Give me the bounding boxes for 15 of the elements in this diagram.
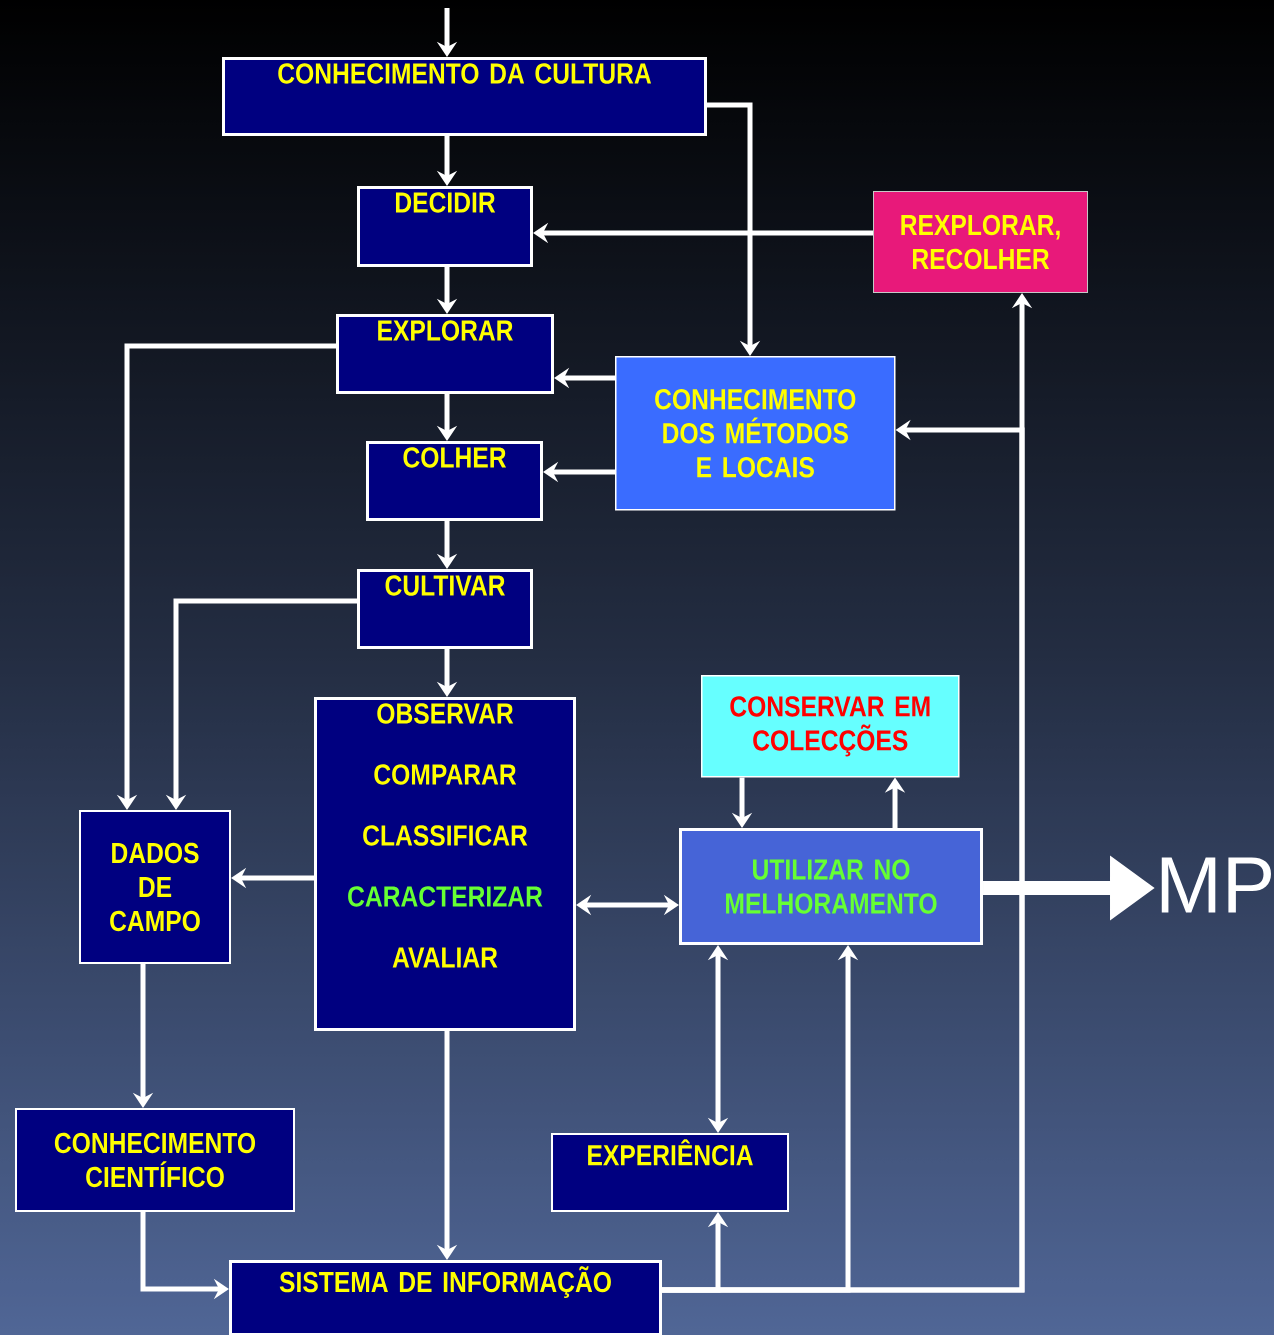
process-box: CONHECIMENTO DA CULTURA [222,57,707,136]
process-box: CONSERVAR EM COLECÇÕES [701,675,960,778]
process-box: EXPERIÊNCIA [551,1133,789,1212]
process-box: UTILIZAR NO MELHORAMENTO [679,828,983,945]
process-box: CULTIVAR [357,569,533,649]
node-label: MP [1161,857,1271,913]
process-box: CONHECIMENTO DOS MÉTODOS E LOCAIS [615,356,896,511]
process-box: SISTEMA DE INFORMAÇÃO [229,1260,662,1335]
process-box: DECIDIR [357,186,533,267]
process-box: COLHER [366,441,543,521]
process-box: CONHECIMENTO CIENTÍFICO [15,1108,295,1212]
process-box: REXPLORAR, RECOLHER [873,191,1088,293]
process-box: OBSERVAR COMPARAR CLASSIFICAR CARACTERIZAR AVALIAR [314,697,576,1031]
process-box: EXPLORAR [336,314,554,394]
process-box: DADOS DE CAMPO [79,810,231,964]
